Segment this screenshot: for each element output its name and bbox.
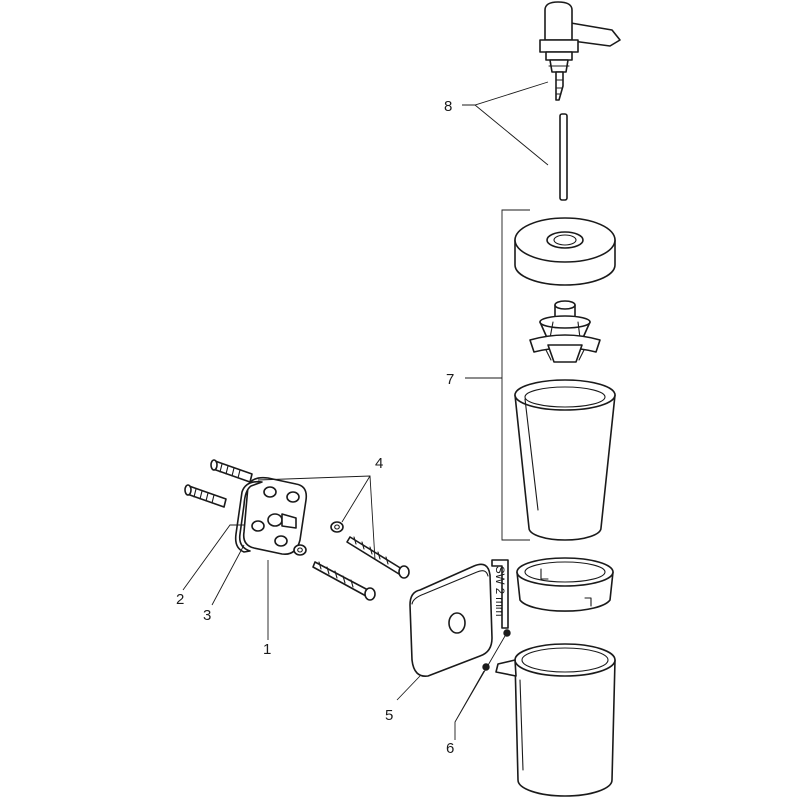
callout-2: 2 <box>176 591 184 608</box>
cover-plate <box>409 563 493 677</box>
tool-size-label: SW 2 mm <box>493 566 505 616</box>
wood-screws <box>312 536 410 601</box>
holder-tube <box>495 643 616 797</box>
adapter-ring <box>516 557 614 612</box>
callout-labels: 8 7 4 2 3 1 5 6 <box>176 98 454 757</box>
set-screws <box>184 459 253 508</box>
callout-4: 4 <box>375 455 383 472</box>
callout-3: 3 <box>203 607 211 624</box>
callout-1: 1 <box>263 641 271 658</box>
pump-head <box>539 1 621 101</box>
hex-key-icon: SW 2 mm <box>491 559 509 629</box>
grub-screws <box>482 629 511 671</box>
mounting-plate <box>234 476 308 556</box>
container-bottle <box>514 379 616 541</box>
leader-lines <box>182 81 549 740</box>
callout-7: 7 <box>446 371 454 388</box>
pump-insert <box>529 300 601 363</box>
dispenser-collar <box>514 217 616 286</box>
callout-5: 5 <box>385 707 393 724</box>
dip-tube <box>559 113 568 201</box>
callout-8: 8 <box>444 98 452 115</box>
callout-6: 6 <box>446 740 454 757</box>
washers <box>293 521 344 556</box>
